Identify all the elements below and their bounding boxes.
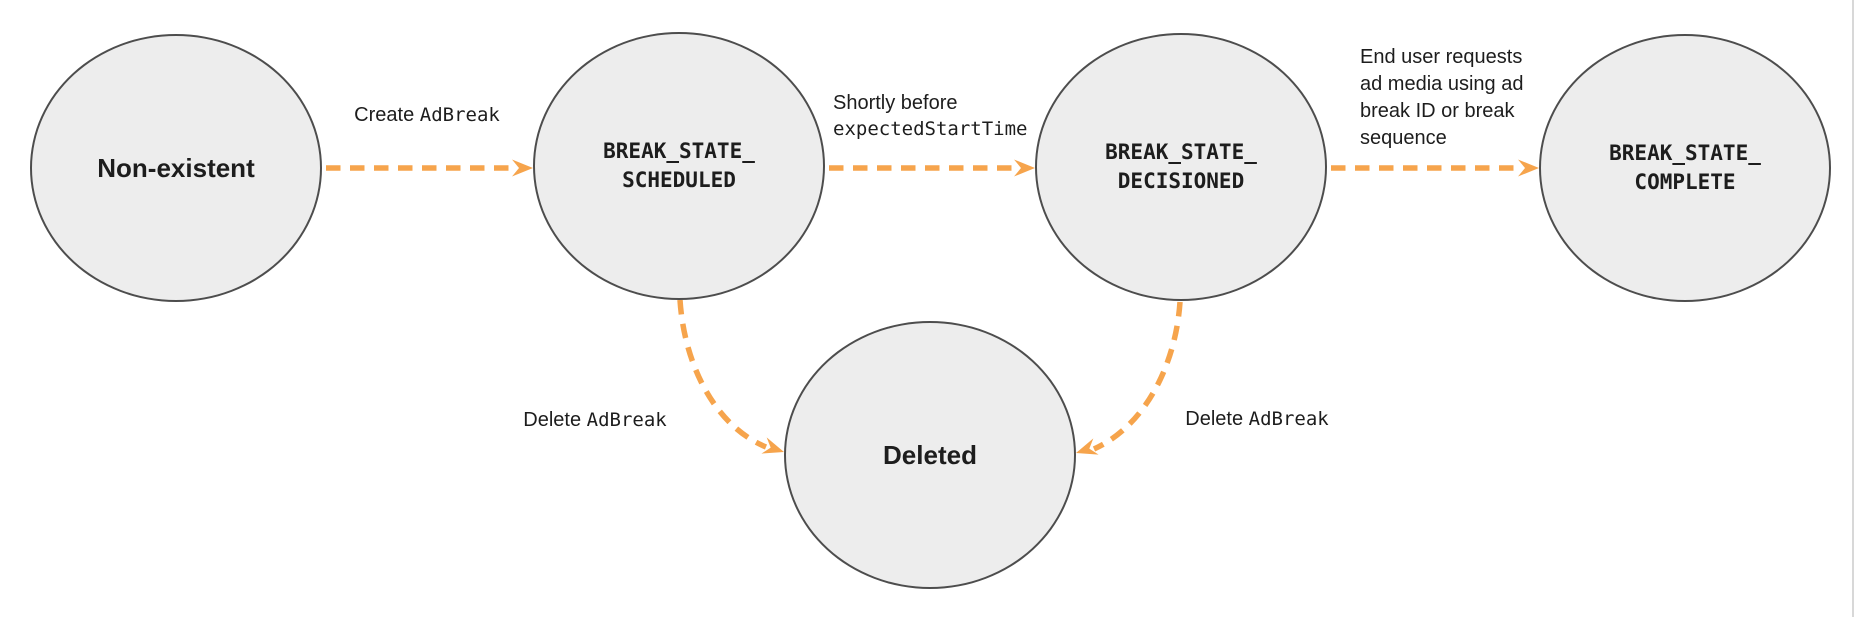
state-label-break-state-decisioned: BREAK_STATE_ DECISIONED: [1105, 140, 1257, 193]
transition-label-create-adbreak: Create AdBreak: [354, 104, 500, 126]
arrowhead-create-adbreak-icon: [512, 159, 533, 177]
state-node-deleted: Deleted: [784, 321, 1076, 589]
page-right-border: [1852, 0, 1854, 617]
state-label-break-state-complete: BREAK_STATE_ COMPLETE: [1609, 141, 1761, 194]
state-label-deleted: Deleted: [883, 439, 977, 470]
state-node-break-state-decisioned: BREAK_STATE_ DECISIONED: [1035, 33, 1327, 301]
arrowhead-delete-from-decisioned-icon: [1076, 438, 1099, 455]
arrowhead-delete-from-scheduled-icon: [761, 437, 784, 454]
transition-label-delete-from-scheduled: Delete AdBreak: [523, 409, 667, 431]
state-node-break-state-scheduled: BREAK_STATE_ SCHEDULED: [533, 32, 825, 300]
state-node-non-existent: Non-existent: [30, 34, 322, 302]
state-node-break-state-complete: BREAK_STATE_ COMPLETE: [1539, 34, 1831, 302]
transition-label-shortly-before: Shortly before expectedStartTime: [833, 92, 1028, 140]
transition-label-delete-from-decisioned: Delete AdBreak: [1185, 408, 1329, 430]
transition-label-end-user-request: End user requests ad media using ad brea…: [1360, 46, 1524, 149]
state-label-break-state-scheduled: BREAK_STATE_ SCHEDULED: [603, 139, 755, 192]
arrowhead-shortly-before-icon: [1014, 159, 1035, 177]
state-label-non-existent: Non-existent: [97, 152, 255, 183]
arrowhead-end-user-request-icon: [1518, 159, 1539, 177]
